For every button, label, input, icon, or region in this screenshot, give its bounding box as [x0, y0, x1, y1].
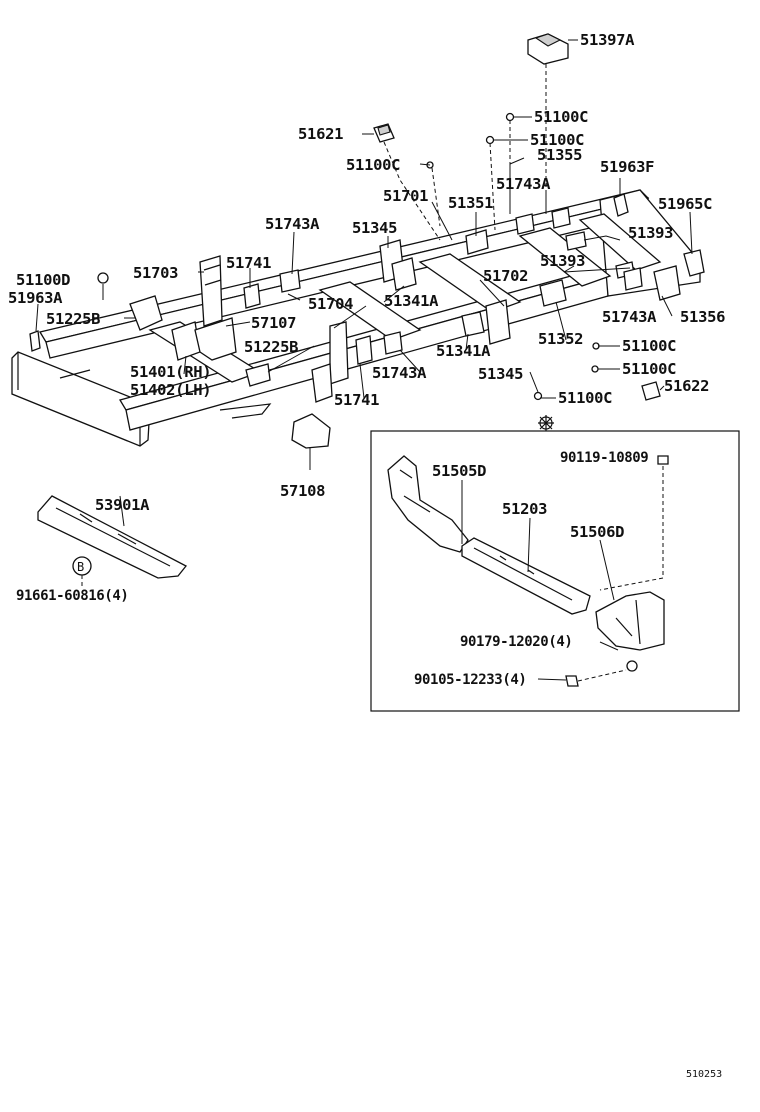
label-51621: 51621	[298, 125, 343, 143]
label-51402: 51402(LH)	[130, 381, 211, 399]
label-51622: 51622	[664, 377, 709, 395]
label-51743a-4: 51743A	[372, 364, 427, 382]
label-51704: 51704	[308, 295, 353, 313]
label-57107: 57107	[251, 314, 296, 332]
label-51100c-6: 51100C	[558, 389, 612, 407]
label-51341a-1: 51341A	[384, 292, 439, 310]
part-labels: 51397A 51100C 51100C 51355 51621 51100C …	[8, 31, 725, 1080]
label-51100c-5: 51100C	[622, 360, 676, 378]
label-91661-60816: 91661-60816(4)	[16, 588, 128, 604]
label-51352: 51352	[538, 330, 583, 348]
label-51393-2: 51393	[540, 252, 585, 270]
label-57108: 57108	[280, 482, 325, 500]
label-51100d: 51100D	[16, 271, 70, 289]
label-51703: 51703	[133, 264, 178, 282]
label-51741-1: 51741	[226, 254, 271, 272]
reference-code: 510253	[686, 1069, 722, 1080]
label-51743a-3: 51743A	[602, 308, 657, 326]
label-51743a-2: 51743A	[265, 215, 320, 233]
reference-mark-icon	[538, 415, 554, 431]
label-51963f: 51963F	[600, 158, 654, 176]
label-51397a: 51397A	[580, 31, 635, 49]
label-51225b-2: 51225B	[244, 338, 298, 356]
label-51100c-1: 51100C	[534, 108, 588, 126]
label-51100c-4: 51100C	[622, 337, 676, 355]
frame-brackets	[129, 207, 705, 403]
label-51702: 51702	[483, 267, 528, 285]
label-51345-1: 51345	[352, 219, 397, 237]
leader-lines	[35, 39, 693, 586]
label-51401: 51401(RH)	[130, 363, 211, 381]
inset-box	[370, 430, 740, 712]
label-51203: 51203	[502, 500, 547, 518]
label-51965c: 51965C	[658, 195, 712, 213]
label-51100c-2: 51100C	[530, 131, 584, 149]
label-51341a-2: 51341A	[436, 342, 491, 360]
label-51393-1: 51393	[628, 224, 673, 242]
label-51701: 51701	[383, 187, 428, 205]
label-51743a-1: 51743A	[496, 175, 551, 193]
label-51351: 51351	[448, 194, 493, 212]
label-90179-12020: 90179-12020(4)	[460, 634, 572, 650]
label-51356: 51356	[680, 308, 725, 326]
label-51355: 51355	[537, 146, 582, 164]
label-51741-2: 51741	[334, 391, 379, 409]
label-51963a: 51963A	[8, 289, 63, 307]
callout-b-label: B	[77, 560, 84, 574]
label-51225b-1: 51225B	[46, 310, 100, 328]
label-51100c-3: 51100C	[346, 156, 400, 174]
label-51505d: 51505D	[432, 462, 486, 480]
label-51345-2: 51345	[478, 365, 523, 383]
label-53901a: 53901A	[95, 496, 150, 514]
label-90119-10809: 90119-10809	[560, 450, 648, 466]
label-51506d: 51506D	[570, 523, 624, 541]
label-90105-12233: 90105-12233(4)	[414, 672, 526, 688]
